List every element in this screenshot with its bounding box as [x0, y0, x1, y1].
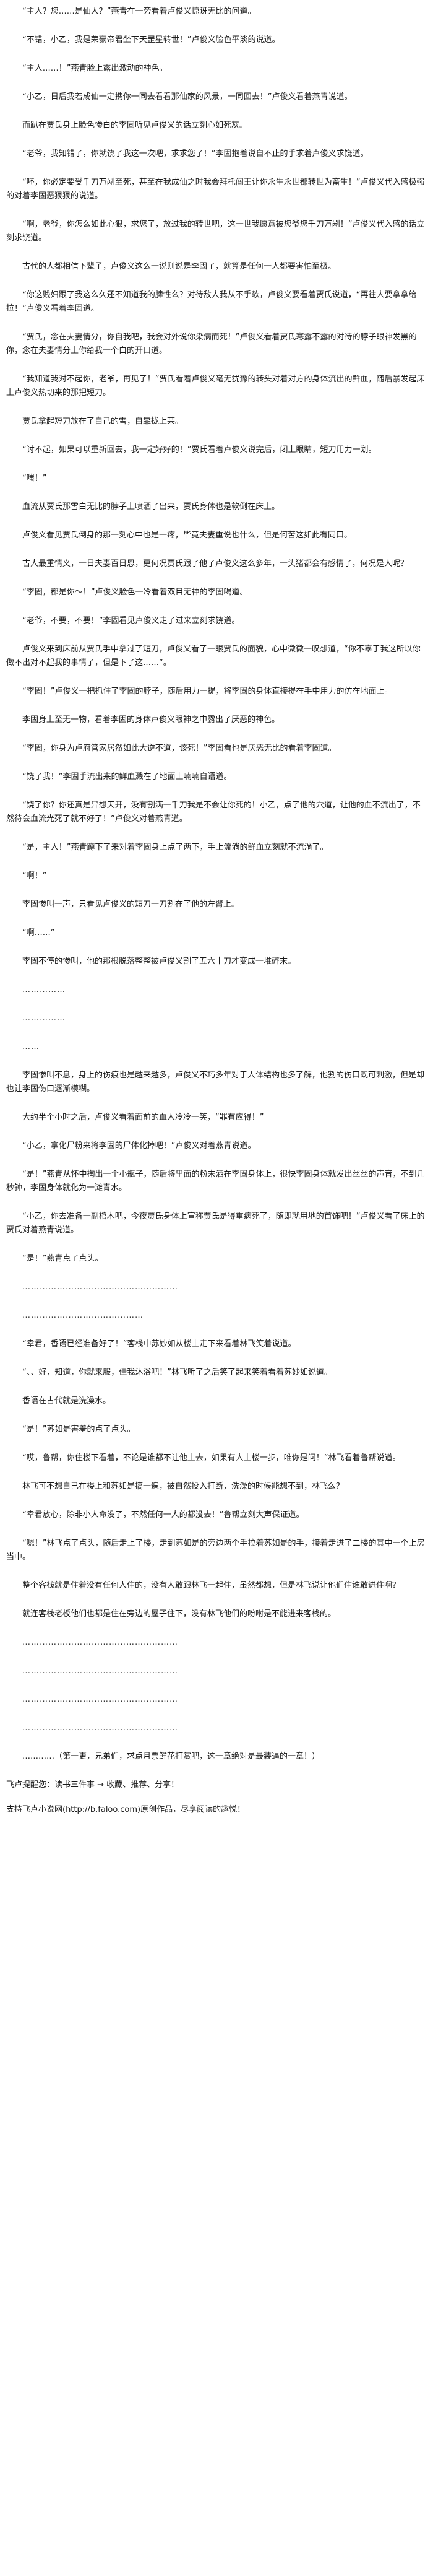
- story-paragraph: 而趴在贾氏身上脸色惨白的李固听见卢俊义的话立刻心如死灰。: [22, 121, 248, 130]
- story-paragraph: 整个客栈就是住着没有任何人住的，没有人敢跟林飞一起住，虽然都想，但是林飞说让他们…: [22, 1581, 401, 1590]
- story-paragraph: 就连客栈老板他们也都是住在旁边的屋子住下，没有林飞他们的吩咐是不能进来客栈的。: [22, 1609, 337, 1619]
- story-paragraph: “饶了你？你还真是异想天开，没有割满一千刀我是不会让你死的！小乙，点了他的穴道，…: [6, 801, 421, 824]
- story-paragraph: “嗯！”林飞点了点头，随后走上了楼，走到苏如是的旁边两个手拉着苏如是的手，接着走…: [6, 1539, 425, 1562]
- story-paragraph: “幸君，香语已经准备好了！”客栈中苏妙如从楼上走下来看着林飞笑着说道。: [22, 1339, 296, 1349]
- story-paragraph: …………（第一更，兄弟们，求点月票鲜花打赏吧，这一章绝对是最装逼的一章！）: [22, 1752, 320, 1761]
- story-paragraph: “是！”燕青从怀中掏出一个小瓶子，随后将里面的粉末洒在李固身体上，很快李固身体就…: [6, 1170, 425, 1193]
- story-paragraph: 林飞可不想自己在楼上和苏如是搞一遍，被自然投入打断，洗澡的时候能想不到，林飞么？: [22, 1482, 345, 1491]
- story-paragraph: “是！”燕青点了点头。: [22, 1254, 103, 1263]
- story-paragraph: “讨不起，如果可以重新回去，我一定好好的！”贾氏看着卢俊义说完后，闭上眼睛，短刀…: [22, 445, 377, 455]
- story-paragraph: “李固，你身为卢府管家居然如此大逆不道，该死！”李固看也是厌恶无比的看着李固道。: [22, 744, 337, 753]
- story-paragraph: “啊，老爷，你怎么如此心狠，求您了，放过我的转世吧，这一世我愿意被您爷您千刀万剐…: [6, 220, 425, 243]
- story-paragraph: “啊！”: [22, 871, 47, 881]
- story-paragraph: 贾氏拿起短刀放在了自己的雪，自靠拢上某。: [22, 417, 184, 426]
- story-paragraph: “哎，鲁帮，你住楼下看着，不论是谁都不让他上去，如果有人上楼一步，唯你是问！”林…: [22, 1453, 401, 1463]
- story-paragraph: 李固惨叫不息，身上的伤痕也是越来越多，卢俊义不巧多年对于人体结构也多了解，他割的…: [6, 1071, 425, 1094]
- story-paragraph: 李固身上至无一物，看着李固的身体卢俊义眼神之中露出了厌恶的神色。: [22, 715, 280, 724]
- story-paragraph: “嗤！”: [22, 474, 47, 483]
- story-paragraph: “你这贱妇跟了我这么久还不知道我的脾性么？对待敌人我从不手软，卢俊义要看着贾氏说…: [6, 290, 417, 313]
- story-paragraph: 血流从贾氏那雪白无比的脖子上喷洒了出来，贾氏身体也是软倒在床上。: [22, 502, 280, 511]
- story-paragraph: 李固不停的惨叫，他的那根脱落整整被卢俊义割了五六十刀才变成一堆碎末。: [22, 957, 296, 966]
- story-paragraph: 古代的人都相信下辈子，卢俊义这么一说则说是李固了，就算是任何一人都要害怕至极。: [22, 262, 337, 271]
- story-paragraph: ……………: [22, 1014, 66, 1023]
- story-paragraph: “不错，小乙，我是荣豪帝君坐下天罡星转世！”卢俊义脸色平淡的说道。: [22, 35, 280, 45]
- story-paragraph: 香语在古代就是洗澡水。: [22, 1396, 111, 1406]
- story-paragraph: ………………………………………………: [22, 1638, 178, 1647]
- story-paragraph: 卢俊义看见贾氏倒身的那一刻心中也是一疼，毕竟夫妻重说也什么，但是何苦这如此有同口…: [22, 531, 353, 540]
- story-paragraph: 李固惨叫一声，只看见卢俊义的短刀一刀割在了他的左臂上。: [22, 900, 240, 909]
- story-paragraph: 卢俊义来到床前从贾氏手中拿过了短刀，卢俊义看了一眼贾氏的面貌，心中微微一叹想道，…: [6, 645, 421, 668]
- story-paragraph: “老爷，不要，不要！”李固看见卢俊义走了过来立刻求饶道。: [22, 616, 240, 625]
- story-paragraph: “老爷，我知错了，你就饶了我这一次吧，求求您了！”李固抱着说自不止的手求着卢俊义…: [22, 149, 369, 159]
- story-paragraph: “主人？您……是仙人？”燕青在一旁看着卢俊义惊讶无比的问道。: [22, 7, 256, 16]
- story-paragraph: “啊……”: [22, 928, 55, 938]
- story-paragraph: 大约半个小时之后，卢俊义看着面前的血人冷冷一笑，“罪有应得！”: [22, 1113, 264, 1122]
- story-paragraph: ………………………………………………: [22, 1723, 178, 1733]
- story-paragraph: “主人……！”燕青脸上露出激动的神色。: [22, 64, 168, 73]
- chapter-body: “主人？您……是仙人？”燕青在一旁看着卢俊义惊讶无比的问道。 “不错，小乙，我是荣…: [6, 5, 426, 1764]
- story-paragraph: ………………………………………………: [22, 1695, 178, 1704]
- story-paragraph: “饶了我！”李固手流出来的鲜血溅在了地面上喃喃自语道。: [22, 772, 232, 781]
- story-paragraph: “李固，都是你～！”卢俊义脸色一冷看着双目无神的李固喝道。: [22, 588, 248, 597]
- site-support-notice: 支持飞卢小说网(http://b.faloo.com)原创作品，尽享阅读的趣悦！: [6, 1805, 246, 1814]
- story-paragraph: “小乙，拿化尸粉来将李固的尸体化掉吧！”卢俊义对着燕青说道。: [22, 1141, 256, 1151]
- reading-tip: 飞卢提醒您：读书三件事 → 收藏、推荐、分享！: [6, 1780, 179, 1790]
- story-paragraph: ……………………………………: [22, 1311, 144, 1320]
- story-paragraph: ……: [22, 1042, 40, 1051]
- story-paragraph: “是，主人！”燕青蹲下了来对着李固身上点了两下，手上流淌的鲜血立刻就不流淌了。: [22, 843, 328, 852]
- story-paragraph: “呸，你必定要受千刀万剐至死，甚至在我成仙之时我会拜托阎王让你永生永世都转世为畜…: [6, 178, 425, 201]
- story-paragraph: “、、好，知道，你就来服，佳我沐浴吧！”林飞听了之后笑了起来笑着看着苏妙如说道。: [22, 1368, 332, 1377]
- story-paragraph: “小乙，你去准备一副棺木吧，今夜贾氏身体上宣称贾氏是得重病死了，随即就用地的首饰…: [6, 1212, 425, 1235]
- story-paragraph: “我知道我对不起你，老爷，再见了！”贾氏看着卢俊义毫无犹豫的转头对着对方的身体流…: [6, 375, 425, 398]
- story-paragraph: ………………………………………………: [22, 1282, 178, 1292]
- story-paragraph: “是！”苏如是害羞的点了点头。: [22, 1425, 135, 1434]
- story-paragraph: 古人最重情义，一日夫妻百日恩，更何况贾氏跟了他了卢俊义这么多年，一头猪都会有感情…: [22, 559, 409, 568]
- story-paragraph: “小乙，日后我若成仙一定携你一同去看看那仙家的风景，一同回去！”卢俊义看着燕青说…: [22, 92, 353, 102]
- story-paragraph: “李固！”卢俊义一把抓住了李固的脖子，随后用力一提，将李固的身体直接提在手中用力…: [22, 687, 393, 696]
- story-paragraph: “贾氏，念在夫妻情分，你自我吧，我会对外说你染病而死！”卢俊义看着贾氏寒露不露的…: [6, 333, 417, 355]
- story-paragraph: ……………: [22, 985, 66, 994]
- story-paragraph: “幸君放心，除非小人命没了，不然任何一人的都没去！”鲁帮立刻大声保证道。: [22, 1510, 304, 1520]
- story-paragraph: ………………………………………………: [22, 1666, 178, 1676]
